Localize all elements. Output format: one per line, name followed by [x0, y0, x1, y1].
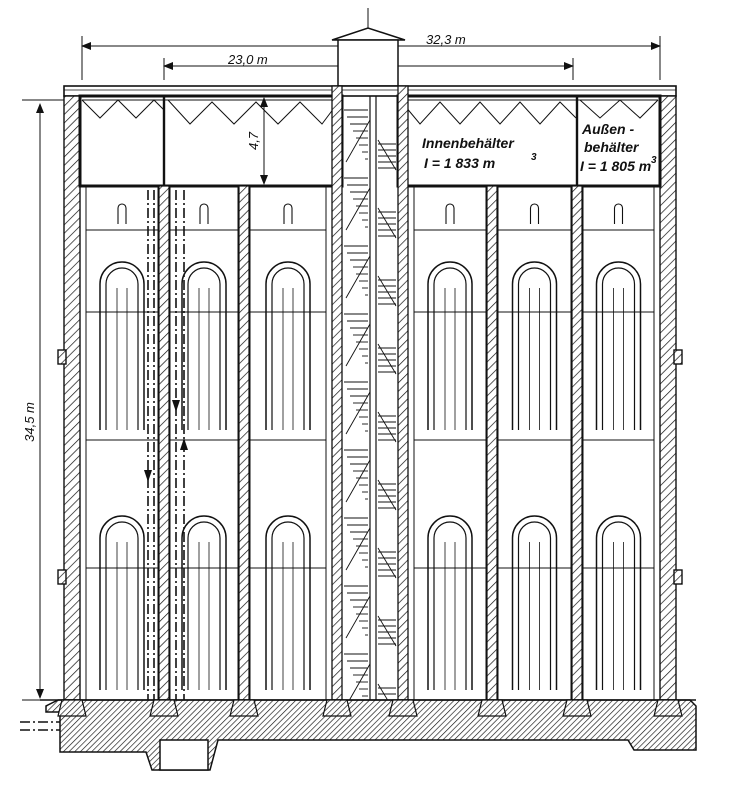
dimension-labels: 32,3 m 23,0 m 34,5 m 4,7: [22, 32, 466, 442]
outer-tank-volume-exp: 3: [651, 155, 657, 166]
footing: [477, 699, 507, 717]
stair-stringer: [377, 479, 397, 511]
arch-inner: [517, 521, 552, 690]
small-window: [199, 203, 209, 224]
footing: [388, 699, 418, 717]
arch-outer: [595, 515, 642, 690]
arch-outer: [181, 515, 227, 690]
tank-pier: [571, 185, 583, 701]
stair-stringer: [345, 187, 371, 231]
stair-stringer: [345, 459, 371, 503]
small-window: [117, 203, 127, 224]
small-window: [529, 203, 540, 224]
small-window: [613, 203, 624, 224]
stair-stringer: [345, 663, 371, 707]
footing: [229, 699, 259, 717]
tank-pier: [158, 185, 170, 701]
stair-stringer: [345, 119, 371, 163]
stair-stringer: [345, 527, 371, 571]
column-footings: [57, 699, 683, 717]
small-window: [445, 203, 455, 224]
arch-inner: [601, 267, 636, 430]
outer-tank-name-1: Außen -: [581, 121, 634, 137]
footing: [562, 699, 592, 717]
footing: [653, 699, 683, 717]
arch-outer: [265, 515, 311, 690]
inner-tank-volume-exp: 3: [531, 152, 537, 163]
tank-pier: [238, 185, 250, 701]
inner-tank-name: Innenbehälter: [422, 135, 515, 151]
tank-shafts: [85, 185, 655, 701]
arch-inner: [271, 267, 305, 430]
footing: [57, 699, 87, 717]
overall-width-label: 32,3 m: [426, 32, 466, 47]
arch-inner: [433, 521, 467, 690]
left-outer-wall: [63, 95, 81, 701]
arch-inner: [433, 267, 467, 430]
stair-stringer: [377, 343, 397, 375]
foundation: [40, 699, 697, 771]
stair-stringer: [377, 411, 397, 443]
arch-outer: [511, 261, 558, 430]
arch-inner: [105, 267, 139, 430]
arch-inner: [187, 521, 221, 690]
footing: [322, 699, 352, 717]
flow-arrows: [144, 400, 188, 482]
arch-inner: [187, 267, 221, 430]
arch-inner: [601, 521, 636, 690]
arch-outer: [99, 261, 145, 430]
stair-stringer: [345, 595, 371, 639]
inner-width-label: 23,0 m: [227, 52, 268, 67]
outer-tank-name-2: behälter: [584, 139, 640, 155]
left-tank-frame: [78, 94, 344, 188]
arch-inner: [105, 521, 139, 690]
stair-stringer: [377, 139, 397, 171]
small-window: [283, 203, 293, 224]
stair-stringer: [377, 615, 397, 647]
stair-stringer: [345, 255, 371, 299]
tank-pier: [486, 185, 498, 701]
arch-outer: [427, 261, 473, 430]
stair-stringer: [345, 323, 371, 367]
arch-inner: [517, 267, 552, 430]
arch-outer: [181, 261, 227, 430]
footing: [149, 699, 179, 717]
inner-tank-volume: I = 1 833 m: [424, 155, 495, 171]
arch-outer: [99, 515, 145, 690]
arch-outer: [511, 515, 558, 690]
roof-lantern: [331, 27, 406, 87]
outer-tank-volume: I = 1 805 m: [580, 158, 651, 174]
stair-stringer: [345, 391, 371, 435]
stair-stringer: [377, 275, 397, 307]
arch-outer: [265, 261, 311, 430]
right-outer-wall: [659, 95, 677, 701]
arch-outer: [595, 261, 642, 430]
arch-inner: [271, 521, 305, 690]
stair-stringer: [377, 547, 397, 579]
height-label: 34,5 m: [22, 402, 37, 442]
tank-labels: Innenbehälter I = 1 833 m 3 Außen - behä…: [422, 121, 657, 174]
roof-depth-label: 4,7: [246, 131, 261, 150]
stair-shaft: [331, 85, 409, 715]
stair-stringer: [377, 207, 397, 239]
arch-outer: [427, 515, 473, 690]
